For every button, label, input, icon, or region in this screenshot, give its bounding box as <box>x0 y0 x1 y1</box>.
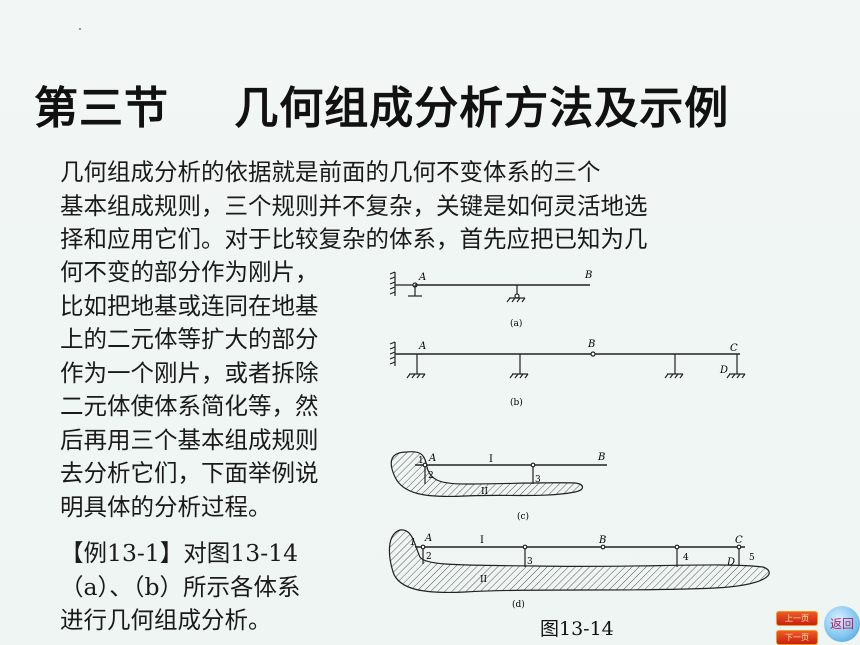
label-a: (a) <box>510 318 522 329</box>
label-C-d: C <box>735 535 743 546</box>
label-B-a: B <box>584 270 592 281</box>
diagram-c <box>390 451 607 498</box>
label-A-d: A <box>424 533 432 544</box>
label-n2-d: 2 <box>426 552 432 562</box>
label-n1-d: 1 <box>410 538 416 548</box>
diagram-b <box>389 341 746 379</box>
label-B-b: B <box>587 339 595 350</box>
label-I-c: I <box>489 454 493 465</box>
label-I-d: I <box>480 535 484 546</box>
label-n1-c: 1 <box>418 456 424 466</box>
label-n2-c: 2 <box>428 471 434 481</box>
label-n4-d: 4 <box>683 553 689 563</box>
text-line: （a）、（b）所示各体系 <box>60 572 301 601</box>
text-line: 明具体的分析过程。 <box>60 492 272 521</box>
page-title: 第三节 几何组成分析方法及示例 <box>34 83 730 134</box>
label-B-c: B <box>597 452 605 463</box>
text-line: 择和应用它们。对于比较复杂的体系，首先应把已知为几 <box>60 225 648 253</box>
text-line: 作为一个刚片，或者拆除 <box>60 358 319 387</box>
label-B-d: B <box>598 535 606 546</box>
label-D-d: D <box>726 557 735 568</box>
diagram-a <box>389 271 590 303</box>
label-n5-d: 5 <box>749 553 755 563</box>
back-button[interactable]: 返回 <box>824 606 860 642</box>
decorative-dot <box>79 28 81 30</box>
label-A-a: A <box>418 272 426 283</box>
label-II-d: II <box>480 575 488 585</box>
label-b: (b) <box>510 397 523 408</box>
label-n3-d: 3 <box>527 557 533 567</box>
text-line: 何不变的部分作为刚片， <box>60 258 319 286</box>
label-c: (c) <box>517 511 529 522</box>
diagram-d <box>388 529 770 594</box>
label-A-b: A <box>418 341 426 352</box>
previous-page-button[interactable]: 上一页 <box>776 611 818 626</box>
label-n3-c: 3 <box>535 475 541 485</box>
figure-caption: 图13-14 <box>540 618 614 640</box>
text-line: 【例13-1】对图13-14 <box>60 539 299 567</box>
label-II-c: II <box>481 487 489 497</box>
label-D-b: D <box>719 365 728 376</box>
paragraph-method: 何不变的部分作为刚片， 比如把地基或连同在地基 上的二元体等扩大的部分 作为一个… <box>60 256 390 524</box>
label-d: (d) <box>512 599 525 610</box>
paragraph-example: 【例13-1】对图13-14 （a）、（b）所示各体系 进行几何组成分析。 <box>60 537 400 638</box>
text-line: 比如把地基或连同在地基 <box>60 291 319 320</box>
text-line: 上的二元体等扩大的部分 <box>60 325 319 353</box>
next-page-button[interactable]: 下一页 <box>776 630 818 645</box>
text-line: 去分析它们，下面举例说 <box>60 459 319 487</box>
text-line: 进行几何组成分析。 <box>60 606 272 634</box>
figure-13-14: A B (a) A B C D (b) 1 A I B 2 3 II (c) <box>388 270 770 610</box>
text-line: 后再用三个基本组成规则 <box>60 425 319 454</box>
label-C-b: C <box>730 343 738 354</box>
text-line: 二元体使体系简化等，然 <box>60 392 319 420</box>
label-A-c: A <box>428 453 436 464</box>
text-line: 基本组成规则，三个规则并不复杂，关键是如何灵活地选 <box>60 191 648 220</box>
paragraph-intro: 几何组成分析的依据就是前面的几何不变体系的三个 基本组成规则，三个规则并不复杂，… <box>60 156 780 257</box>
text-line: 几何组成分析的依据就是前面的几何不变体系的三个 <box>60 158 601 186</box>
